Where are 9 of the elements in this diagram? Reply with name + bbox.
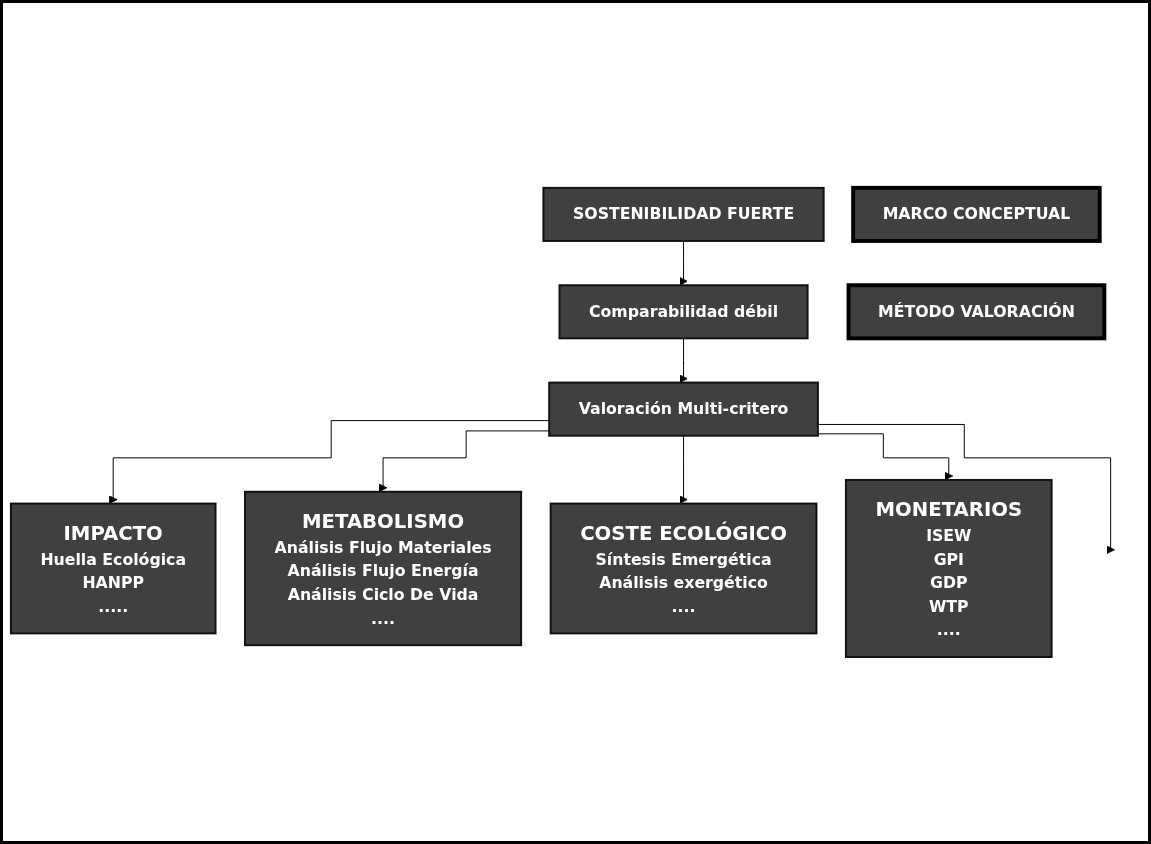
node-box: Valoración Multi-critero xyxy=(548,381,819,437)
node-box: MARCO CONCEPTUAL xyxy=(851,185,1102,243)
node-box: MÉTODO VALORACIÓN xyxy=(846,282,1107,340)
node-box: METABOLISMO Análisis Flujo Materiales Análisis Flujo Energía Análisis Ciclo De Vida .... xyxy=(244,490,523,646)
node-box: IMPACTO Huella Ecológica HANPP ..... xyxy=(9,502,217,634)
node-box: COSTE ECOLÓGICO Síntesis Emergética Análisis exergético .... xyxy=(549,502,818,634)
node-box: Comparabilidad débil xyxy=(558,283,809,339)
node-box: SOSTENIBILIDAD FUERTE xyxy=(542,186,825,242)
node-box: MONETARIOS ISEW GPI GDP WTP .... xyxy=(844,478,1053,658)
